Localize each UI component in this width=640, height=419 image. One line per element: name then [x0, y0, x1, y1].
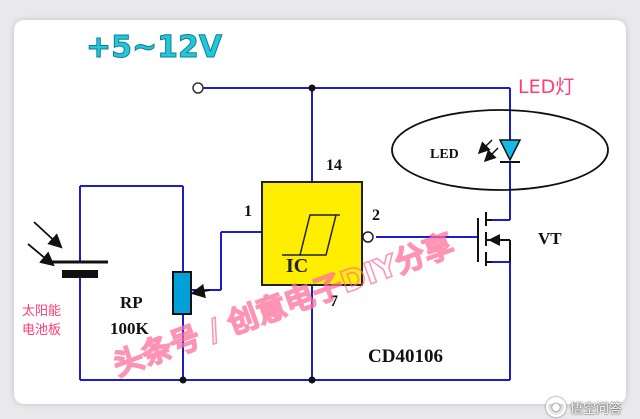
mosfet-arrow — [488, 234, 500, 246]
led-light-arrows — [477, 139, 499, 163]
solar-panel-label-line-1: 太阳能 — [22, 304, 61, 319]
junction-dots — [179, 84, 316, 384]
potentiometer-name: RP — [120, 293, 143, 312]
wukong-logo-icon: ● — [545, 397, 566, 417]
pin-2-label: 2 — [372, 207, 380, 224]
ic-body — [261, 181, 363, 286]
led-label: LED — [430, 147, 459, 162]
pin-14-label: 14 — [326, 157, 342, 174]
junction-bottom-pin7 — [308, 376, 316, 384]
solar-panel-icon — [27, 221, 108, 278]
pin-7-label: 7 — [330, 293, 338, 310]
schmitt-trigger-symbol — [282, 214, 340, 256]
led-lamp-outline — [391, 109, 609, 191]
potentiometer-wiper-arrow — [190, 283, 211, 299]
transistor-label: VT — [538, 229, 562, 248]
supply-terminal — [192, 82, 204, 94]
wires — [79, 87, 511, 381]
junction-top — [308, 84, 316, 92]
pin-1-label: 1 — [244, 203, 252, 220]
led-icon — [498, 139, 522, 162]
ic-label: IC — [286, 255, 308, 277]
led-lamp-label: LED灯 — [518, 76, 574, 98]
junction-bottom-pot — [179, 376, 187, 384]
solar-panel-label-line-2: 电池板 — [22, 323, 61, 338]
platform-watermark: ● 悟空问答 — [545, 397, 622, 417]
potentiometer-value: 100K — [110, 319, 150, 338]
potentiometer-icon — [172, 271, 192, 315]
supply-voltage-label: +5~12V — [86, 30, 223, 65]
platform-name: 悟空问答 — [569, 401, 622, 417]
ic-part-number: CD40106 — [368, 346, 443, 367]
ic-output-bubble — [362, 231, 374, 243]
